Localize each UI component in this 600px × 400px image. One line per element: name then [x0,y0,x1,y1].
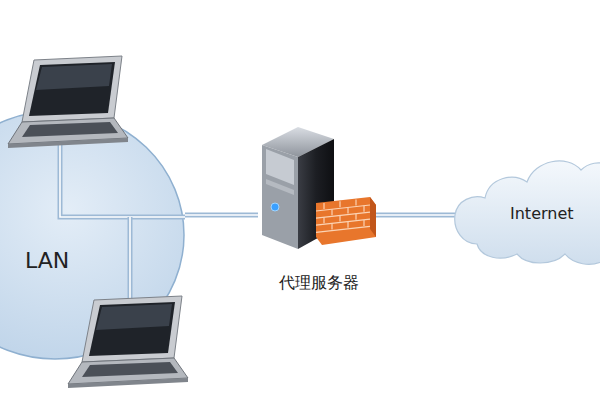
internet-node: Internet [455,148,600,266]
laptop-icon [8,56,128,148]
network-link [185,215,258,216]
internet-cloud [455,161,600,264]
node-label: LAN [25,248,69,273]
lan-shape [0,110,185,360]
proxy-server-node: 代理服务器 [258,125,380,303]
node-label: 代理服务器 [279,273,359,294]
lan-node: LAN [0,110,185,360]
laptop-icon [68,296,188,388]
network-link [375,215,455,216]
firewall-icon [316,197,376,245]
lan-wire [130,217,131,300]
node-label: Internet [510,204,574,223]
lan-region [0,111,184,359]
lan-wire [60,142,185,217]
